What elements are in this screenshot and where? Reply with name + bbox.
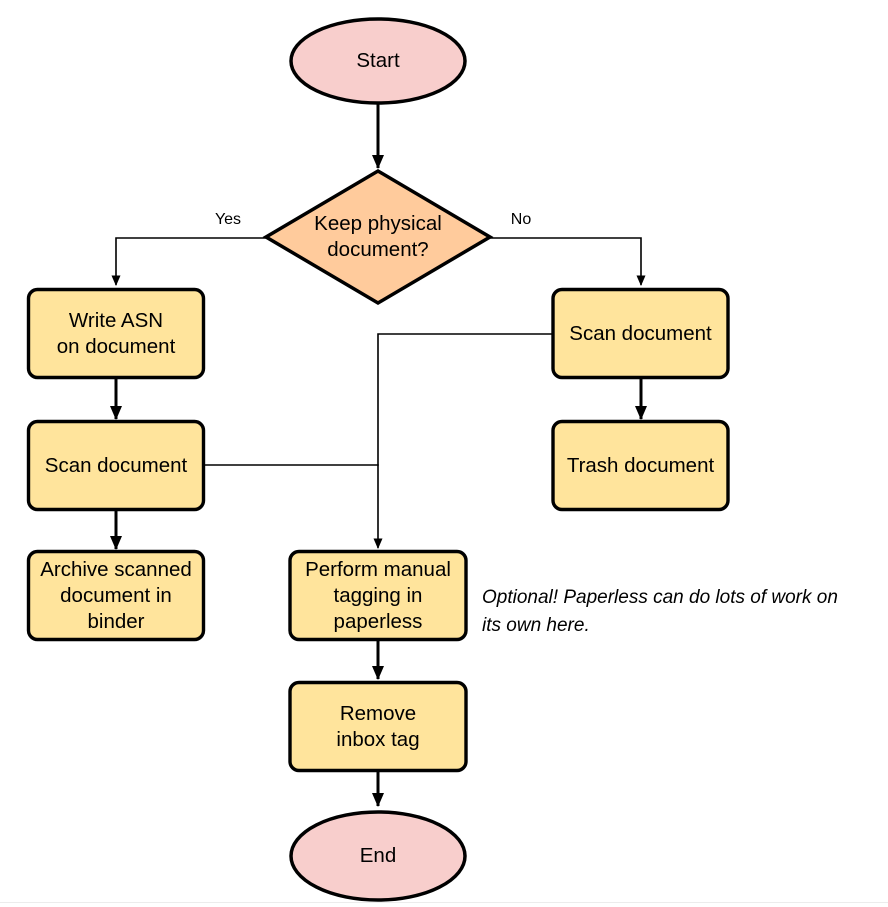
start-node (289, 17, 467, 105)
edge-merge-to-tagging (373, 333, 553, 549)
remove-inbox-node (288, 680, 468, 773)
scan-document-right-node (551, 287, 730, 380)
page-bottom-divider (0, 902, 888, 903)
optional-annotation-note: Optional! Paperless can do lots of work … (482, 587, 838, 636)
tagging-node (288, 549, 468, 642)
end-node (289, 810, 467, 902)
yes-edge-label: Yes (214, 211, 242, 228)
edge-decision-no (490, 237, 646, 286)
trash-document-node (551, 419, 730, 512)
write-asn-node (26, 287, 206, 380)
scan-document-left-node (26, 419, 206, 512)
edge-decision-yes (111, 237, 266, 286)
no-edge-label: No (510, 211, 532, 228)
archive-node (26, 549, 206, 642)
decision-node (262, 168, 494, 306)
